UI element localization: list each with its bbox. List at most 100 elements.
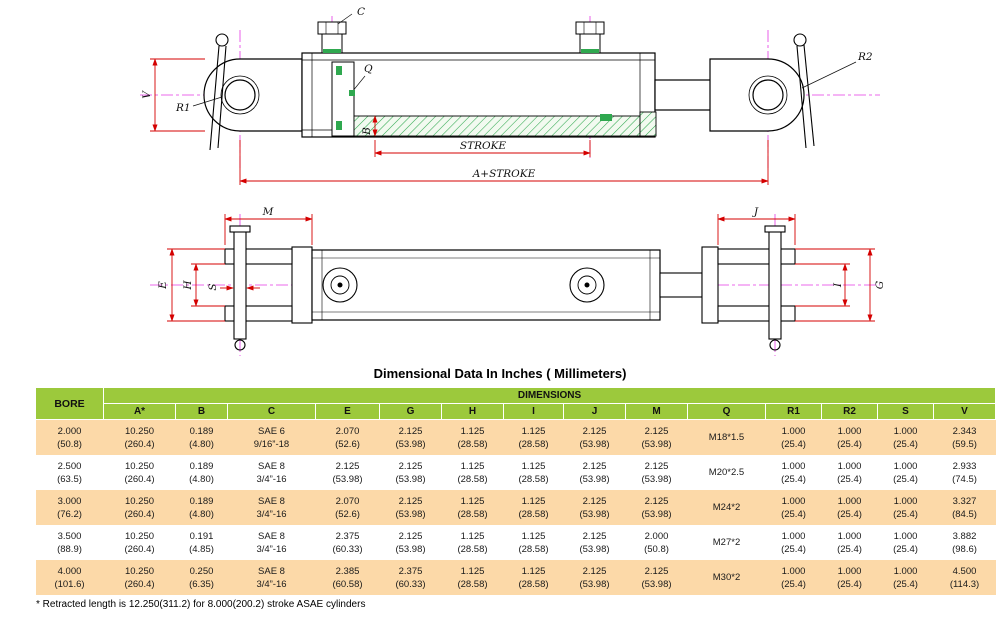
column-header-s: S <box>877 403 934 420</box>
value-line: 0.189 <box>189 425 214 437</box>
value-line: 2.385 <box>335 565 360 577</box>
cell-i: 1.125(28.58) <box>504 420 564 455</box>
value-line: 2.375 <box>335 530 360 542</box>
cell-q: M20*2.5 <box>688 455 766 490</box>
value-line: 1.125 <box>460 530 485 542</box>
value-line: 10.250 <box>124 460 155 472</box>
value-line: (260.4) <box>124 438 155 450</box>
table-row: 2.500(63.5)10.250(260.4)0.189(4.80)SAE 8… <box>35 454 996 490</box>
value-line: 2.125 <box>582 530 607 542</box>
value-line: (53.98) <box>641 578 672 590</box>
label-g: G <box>874 281 886 289</box>
cell-j: 2.125(53.98) <box>564 525 626 560</box>
table-row: 2.000(50.8)10.250(260.4)0.189(4.80)SAE 6… <box>35 419 996 455</box>
table-row: 4.000(101.6)10.250(260.4)0.250(6.35)SAE … <box>35 559 996 595</box>
column-header-v: V <box>932 403 997 420</box>
value-line: 2.125 <box>398 460 423 472</box>
column-header-q: Q <box>687 403 766 420</box>
label-s: S <box>207 283 219 290</box>
cell-g: 2.375(60.33) <box>380 560 442 595</box>
value-line: 2.070 <box>335 425 360 437</box>
value-line: (84.5) <box>952 508 977 520</box>
value-line: (25.4) <box>893 578 918 590</box>
cell-i: 1.125(28.58) <box>504 525 564 560</box>
column-header-i: I <box>503 403 564 420</box>
cell-r1: 1.000(25.4) <box>766 455 822 490</box>
value-line: 3/4”-16 <box>256 543 287 555</box>
value-line: 1.125 <box>521 425 546 437</box>
cylinder-body-plan <box>311 249 661 321</box>
cell-g: 2.125(53.98) <box>380 525 442 560</box>
value-line: (25.4) <box>837 578 862 590</box>
left-clevis <box>203 58 303 132</box>
cell-r1: 1.000(25.4) <box>766 560 822 595</box>
value-line: (53.98) <box>579 543 610 555</box>
cell-s: 1.000(25.4) <box>878 420 934 455</box>
retracted-length-footnote: * Retracted length is 12.250(311.2) for … <box>36 599 366 610</box>
value-line: 1.125 <box>460 565 485 577</box>
piston-and-rod <box>331 61 657 137</box>
label-j: J <box>752 206 759 218</box>
right-clevis <box>654 58 805 132</box>
value-line: 2.125 <box>582 565 607 577</box>
value-line: 4.500 <box>952 565 977 577</box>
table-title: Dimensional Data In Inches ( Millimeters… <box>373 366 627 381</box>
value-line: (28.58) <box>518 438 549 450</box>
cell-j: 2.125(53.98) <box>564 455 626 490</box>
cell-a: 10.250(260.4) <box>104 455 176 490</box>
column-header-r2: R2 <box>821 403 878 420</box>
value-line: 0.250 <box>189 565 214 577</box>
value-line: 2.125 <box>398 530 423 542</box>
label-m: M <box>262 206 274 218</box>
value-line: (28.58) <box>457 543 488 555</box>
value-line: (101.6) <box>54 578 85 590</box>
value-line: 1.000 <box>893 495 918 507</box>
value-line: (260.4) <box>124 473 155 485</box>
value-line: M24*2 <box>712 502 741 513</box>
value-line: (52.6) <box>335 508 360 520</box>
cell-r1: 1.000(25.4) <box>766 420 822 455</box>
cell-g: 2.125(53.98) <box>380 420 442 455</box>
value-line: 1.125 <box>460 460 485 472</box>
port-fitting-left <box>317 21 347 54</box>
label-c: C <box>357 6 365 18</box>
cell-v: 2.343(59.5) <box>934 420 996 455</box>
value-line: 1.000 <box>837 460 862 472</box>
value-line: (60.33) <box>332 543 363 555</box>
label-h: H <box>182 280 194 291</box>
value-line: (50.8) <box>57 438 82 450</box>
column-header-e: E <box>315 403 380 420</box>
cell-q: M18*1.5 <box>688 420 766 455</box>
cell-m: 2.125(53.98) <box>626 560 688 595</box>
value-line: 3/4”-16 <box>256 473 287 485</box>
value-line: SAE 8 <box>258 530 285 542</box>
value-line: 1.000 <box>781 530 806 542</box>
value-line: 2.125 <box>335 460 360 472</box>
value-line: 3.000 <box>57 495 82 507</box>
value-line: (25.4) <box>837 543 862 555</box>
value-line: SAE 8 <box>258 460 285 472</box>
value-line: M18*1.5 <box>708 432 745 444</box>
column-header-r1: R1 <box>765 403 822 420</box>
value-line: (114.3) <box>949 578 980 590</box>
value-line: 0.191 <box>189 530 214 542</box>
value-line: (25.4) <box>893 543 918 555</box>
cell-s: 1.000(25.4) <box>878 490 934 525</box>
value-line: 1.000 <box>893 425 918 437</box>
cell-h: 1.125(28.58) <box>442 420 504 455</box>
cell-h: 1.125(28.58) <box>442 490 504 525</box>
value-line: (4.80) <box>189 508 214 520</box>
column-header-j: J <box>563 403 626 420</box>
value-line: 1.000 <box>837 530 862 542</box>
cell-g: 2.125(53.98) <box>380 455 442 490</box>
value-line: 1.000 <box>837 565 862 577</box>
column-header-b: B <box>175 403 228 420</box>
value-line: 3/4”-16 <box>256 578 287 590</box>
value-line: (25.4) <box>893 438 918 450</box>
label-r1: R1 <box>175 102 191 114</box>
